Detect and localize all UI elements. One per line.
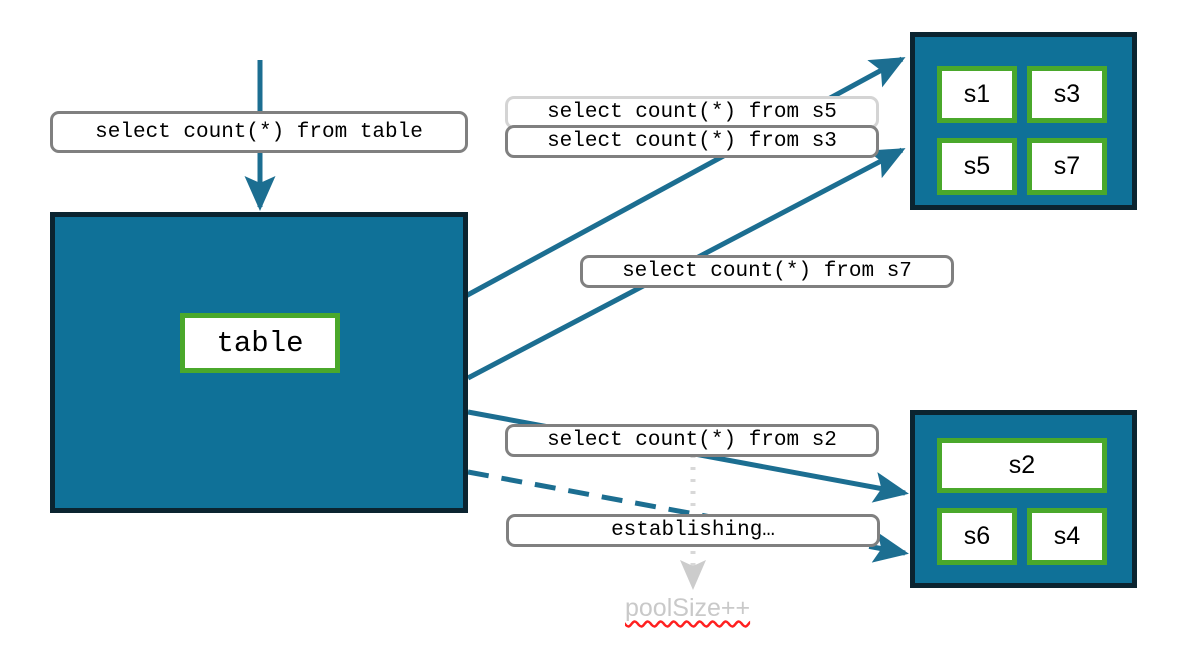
node-s6: s6	[937, 508, 1017, 565]
query-label-s2: select count(*) from s2	[505, 424, 879, 457]
node-s2: s2	[937, 438, 1107, 493]
poolsize-annotation: poolSize++	[625, 594, 751, 622]
node-s1: s1	[937, 66, 1017, 123]
node-s3: s3	[1027, 66, 1107, 123]
query-label-s7: select count(*) from s7	[580, 255, 954, 288]
table-node: table	[180, 313, 340, 373]
query-label-s3: select count(*) from s3	[505, 125, 879, 158]
node-s4: s4	[1027, 508, 1107, 565]
node-s7: s7	[1027, 138, 1107, 195]
query-label-incoming: select count(*) from table	[50, 111, 468, 153]
status-label-establishing: establishing…	[506, 514, 880, 547]
node-s5: s5	[937, 138, 1017, 195]
